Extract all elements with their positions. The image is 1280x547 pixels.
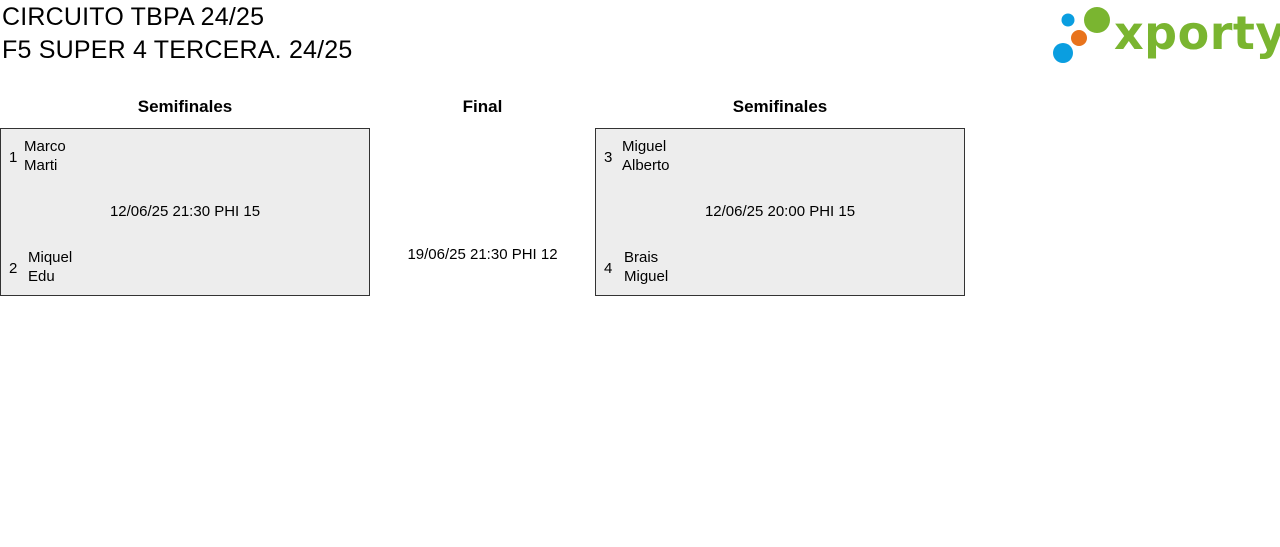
round-title-semifinal-left: Semifinales <box>137 97 233 116</box>
match-box-semifinal-right[interactable]: 3 Miguel Alberto 12/06/25 20:00 PHI 15 4… <box>595 128 965 296</box>
seed-number: 4 <box>604 260 613 277</box>
player-name: Miguel <box>622 138 667 155</box>
match-schedule: 12/06/25 21:30 PHI 15 <box>109 203 261 220</box>
player-name: Marti <box>24 157 58 174</box>
player-name: Miguel <box>624 268 669 285</box>
seed-number: 3 <box>604 149 613 166</box>
match-box-semifinal-left[interactable]: 1 Marco Marti 12/06/25 21:30 PHI 15 2 Mi… <box>0 128 370 296</box>
tournament-title: CIRCUITO TBPA 24/25 <box>2 3 265 31</box>
team-players: Marco Marti <box>24 137 66 175</box>
team-players: Miquel Edu <box>28 248 72 286</box>
seed-number: 2 <box>9 260 18 277</box>
player-name: Edu <box>28 268 55 285</box>
player-name: Miquel <box>28 249 73 266</box>
team-players: Brais Miguel <box>624 248 668 286</box>
seed-number: 1 <box>9 149 18 166</box>
player-name: Brais <box>624 249 659 266</box>
xporty-dots-icon <box>1053 7 1110 63</box>
round-title-semifinal-right: Semifinales <box>732 97 828 116</box>
player-name: Alberto <box>622 157 670 174</box>
category-title: F5 SUPER 4 TERCERA. 24/25 <box>2 36 353 64</box>
final-schedule: 19/06/25 21:30 PHI 12 <box>407 246 558 263</box>
round-title-final: Final <box>462 97 503 116</box>
xporty-logo: xporty <box>1052 5 1280 67</box>
match-schedule: 12/06/25 20:00 PHI 15 <box>704 203 856 220</box>
xporty-wordmark: xporty <box>1114 6 1280 60</box>
team-players: Miguel Alberto <box>622 137 670 175</box>
player-name: Marco <box>24 138 66 155</box>
